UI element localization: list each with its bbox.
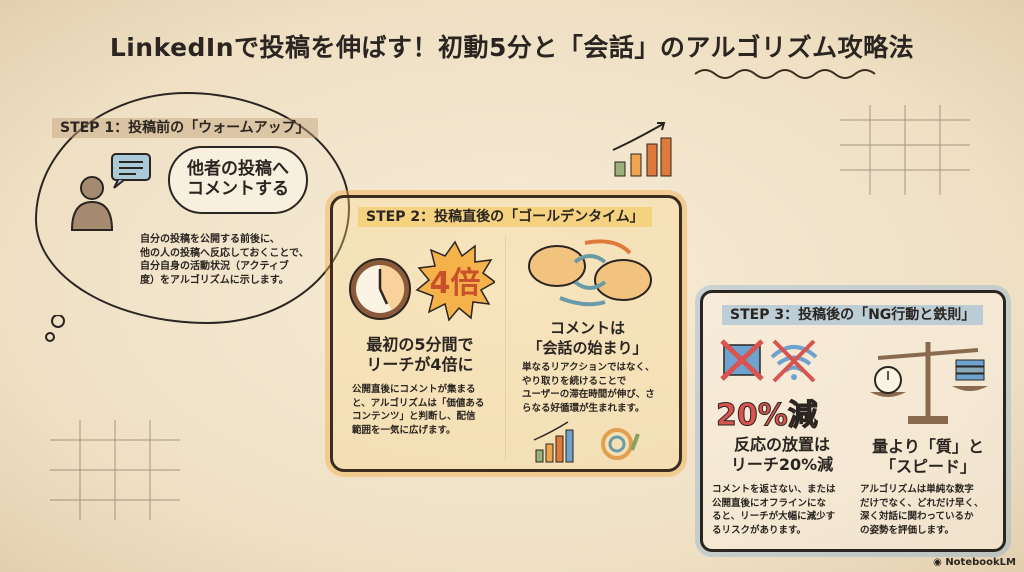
notebooklm-watermark: ◉ NotebookLM bbox=[933, 557, 1016, 568]
grid-sketch bbox=[840, 105, 970, 195]
notebooklm-logo-icon: ◉ bbox=[933, 557, 946, 568]
conversation-cycle-icon bbox=[528, 239, 652, 307]
bubble-text-line1: 他者の投稿へ bbox=[187, 159, 289, 179]
body-line: コメントを返さない、または bbox=[712, 484, 836, 495]
step1-body: 自分の投稿を公開する前後に、 他の人の投稿へ反応しておくことで、 自分自身の活動… bbox=[140, 233, 340, 287]
step3-right-body: アルゴリズムは単純な数字 だけでなく、どれだけ早く、 深く対話に関わっているか … bbox=[860, 483, 1005, 537]
step3-heading: STEP 3：投稿後の「NG行動と鉄則」 bbox=[722, 304, 984, 325]
step2-heading: STEP 2：投稿直後の「ゴールデンタイム」 bbox=[358, 206, 652, 227]
title-line: リーチが4倍に bbox=[366, 355, 474, 374]
clock-icon bbox=[349, 258, 411, 320]
step3-panel bbox=[700, 290, 1006, 552]
step1-cloud bbox=[35, 92, 350, 324]
body-line: らなる好循環が生まれます。 bbox=[522, 402, 645, 414]
body-line: 自分の投稿を公開する前後に、 bbox=[140, 234, 280, 245]
body-line: コンテンツ」と判断し、配信 bbox=[352, 411, 476, 422]
body-line: 単なるリアクションではなく、 bbox=[522, 362, 655, 373]
body-line: 深く対話に関わっているか bbox=[860, 511, 974, 522]
no-reply-offline-icons bbox=[720, 339, 818, 383]
step2-left-title: 最初の5分間で リーチが4倍に bbox=[345, 335, 495, 375]
body-line: ユーザーの滞在時間が伸び、さ bbox=[522, 389, 655, 400]
growth-and-cycle-icons bbox=[533, 421, 640, 463]
step3-right-title: 量より「質」と 「スピード」 bbox=[858, 437, 998, 477]
comment-thought-bubble: 他者の投稿へ コメントする bbox=[168, 146, 308, 214]
title-line: 「スピード」 bbox=[879, 457, 976, 476]
person-comment-icon bbox=[70, 153, 151, 231]
thought-bubbles bbox=[45, 315, 65, 342]
watermark-text: NotebookLM bbox=[945, 557, 1016, 568]
step3-left-title: 反応の放置は リーチ20%減 bbox=[712, 435, 852, 475]
step2-right-title: コメントは 「会話の始まり」 bbox=[510, 318, 665, 358]
title-line: 量より「質」と bbox=[872, 437, 984, 456]
step3-left-body: コメントを返さない、または 公開直後にオフラインにな ると、リーチが大幅に減少す… bbox=[712, 483, 857, 537]
title-line: 「会話の始まり」 bbox=[527, 339, 648, 357]
title-line: 最初の5分間で bbox=[366, 335, 474, 354]
body-line: の姿勢を評価します。 bbox=[860, 524, 955, 536]
page-title: LinkedInで投稿を伸ばす！初動5分と「会話」のアルゴリズム攻略法 bbox=[109, 33, 915, 62]
step2-left-body: 公開直後にコメントが集まる と、アルゴリズムは「価値ある コンテンツ」と判断し、… bbox=[352, 383, 502, 437]
body-line: るリスクがあります。 bbox=[712, 524, 807, 536]
body-line: ると、リーチが大幅に減少す bbox=[712, 511, 836, 522]
step2-right-body: 単なるリアクションではなく、 やり取りを続けることで ユーザーの滞在時間が伸び、… bbox=[522, 361, 682, 415]
body-line: だけでなく、どれだけ早く、 bbox=[860, 497, 984, 509]
balance-scale-icon bbox=[870, 342, 988, 424]
title-line: リーチ20%減 bbox=[730, 455, 834, 474]
title-line: コメントは bbox=[549, 319, 625, 337]
title-line: 反応の放置は bbox=[733, 435, 830, 454]
growth-chart-icon bbox=[612, 122, 672, 177]
body-line: 公開直後にオフラインにな bbox=[712, 497, 827, 509]
body-line: と、アルゴリズムは「価値ある bbox=[352, 397, 485, 409]
body-line: 範囲を一気に広げます。 bbox=[352, 424, 456, 436]
bubble-text-line2: コメントする bbox=[187, 179, 289, 199]
body-line: アルゴリズムは単純な数字 bbox=[860, 484, 974, 495]
wavy-underline bbox=[694, 69, 876, 79]
starburst-badge bbox=[415, 240, 495, 322]
body-line: 自分自身の活動状況（アクティブ bbox=[140, 261, 289, 272]
divider bbox=[505, 235, 506, 460]
body-line: 公開直後にコメントが集まる bbox=[352, 384, 476, 395]
step2-panel bbox=[330, 195, 682, 472]
body-line: やり取りを続けることで bbox=[522, 375, 627, 387]
body-line: 度）をアルゴリズムに示します。 bbox=[140, 274, 289, 286]
body-line: 他の人の投稿へ反応しておくことで、 bbox=[140, 247, 309, 259]
step1-heading: STEP 1：投稿前の「ウォームアップ」 bbox=[52, 117, 318, 138]
grid-sketch bbox=[50, 420, 180, 520]
reach-drop-stat: 20%減 bbox=[716, 398, 819, 434]
four-times-badge-text: 4倍 bbox=[429, 266, 481, 301]
